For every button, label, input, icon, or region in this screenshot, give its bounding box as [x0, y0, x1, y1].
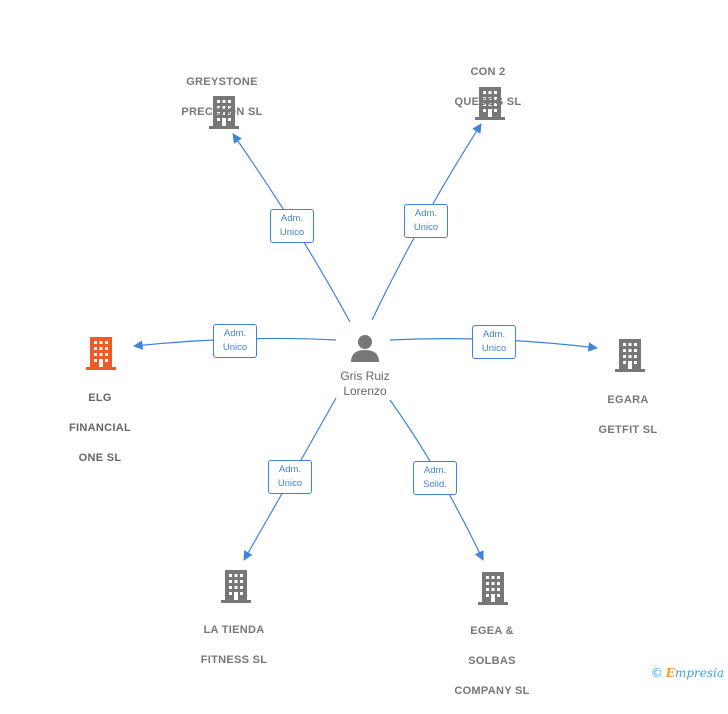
role-box-con2quesos[interactable]: Adm. Unico: [404, 204, 448, 238]
company-label-con2quesos[interactable]: CON 2 QUESOS SL: [454, 66, 522, 108]
role-box-latienda[interactable]: Adm. Unico: [268, 460, 312, 494]
person-name[interactable]: Gris Ruiz Lorenzo: [340, 369, 390, 398]
role-box-egea[interactable]: Adm. Solid.: [413, 461, 457, 495]
brand-logo-letter: E: [665, 666, 675, 680]
company-label-egara[interactable]: EGARA GETFIT SL: [598, 394, 658, 436]
relationship-diagram: [86, 87, 645, 605]
brand-name: mpresia: [674, 666, 724, 680]
building-icon: [478, 572, 508, 605]
building-icon: [86, 337, 116, 370]
copyright-icon: ©: [650, 666, 663, 680]
company-label-greystone[interactable]: GREYSTONE PRECISION SL: [181, 76, 263, 118]
company-label-latienda[interactable]: LA TIENDA FITNESS SL: [200, 624, 268, 666]
person-icon: [351, 335, 379, 362]
company-label-elg[interactable]: ELG FINANCIAL ONE SL: [69, 392, 131, 464]
role-box-elg[interactable]: Adm. Unico: [213, 324, 257, 358]
building-icon: [615, 339, 645, 372]
role-box-greystone[interactable]: Adm. Unico: [270, 209, 314, 243]
role-box-egara[interactable]: Adm. Unico: [472, 325, 516, 359]
building-icon: [221, 570, 251, 603]
company-label-egea[interactable]: EGEA & SOLBAS COMPANY SL: [454, 625, 530, 697]
brand-footer[interactable]: ©Empresia: [651, 666, 724, 680]
